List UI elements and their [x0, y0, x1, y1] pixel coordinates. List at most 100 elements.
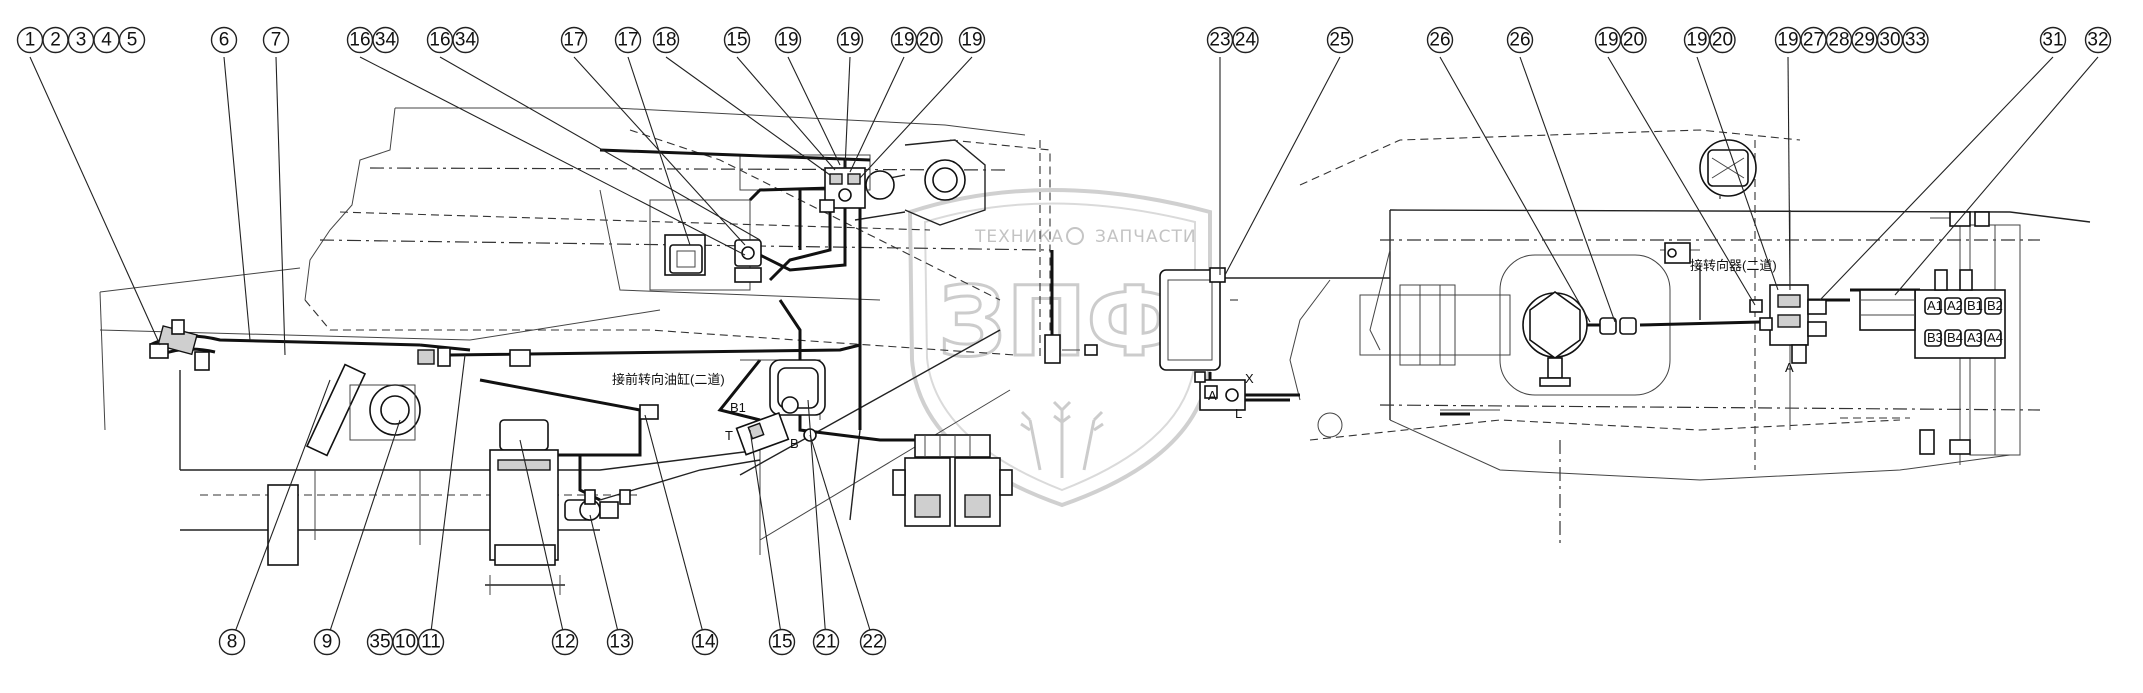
callout-number: 31: [2042, 30, 2063, 51]
callout-circle: [1709, 26, 1736, 54]
callout-c19a: 19: [774, 26, 802, 54]
leader-lines: [29, 56, 2099, 641]
port-label-a-left: A: [1208, 388, 1217, 403]
callout-circle: [691, 628, 719, 656]
callout-number: 20: [1623, 30, 1644, 51]
callout-c22: 22: [859, 628, 887, 656]
callout-circle: [118, 26, 146, 54]
callout-number: 3: [76, 30, 87, 51]
callout-c9: 9: [313, 628, 341, 656]
port-label-x: X: [1245, 371, 1254, 386]
vb-a1: A1: [1927, 298, 1943, 313]
callout-number: 6: [219, 30, 230, 51]
callout-number: 35: [369, 632, 390, 653]
callout-c13: 13: [606, 628, 634, 656]
right-chassis: [1289, 129, 2091, 545]
callout-c6: 6: [210, 26, 238, 54]
callout-c7: 7: [262, 26, 290, 54]
callout-number: 19: [1777, 30, 1798, 51]
port-labels: B1 T B A X L A 接前转向油缸(二道) 接转向器(二道) A1 A2…: [612, 258, 2003, 451]
callout-number: 15: [771, 632, 792, 653]
vb-b1: B1: [1967, 298, 1983, 313]
callout-number: 19: [777, 30, 798, 51]
callout-circle: [768, 628, 796, 656]
vb-a4: A4: [1987, 330, 2003, 345]
callout-c25: 25: [1326, 26, 1354, 54]
callout-number: 18: [655, 30, 676, 51]
callout-circle: [812, 628, 840, 656]
callout-number: 19: [1686, 30, 1707, 51]
callout-circle: [1426, 26, 1454, 54]
callout-number: 7: [271, 30, 282, 51]
callout-c8: 8: [218, 628, 246, 656]
callout-number: 19: [839, 30, 860, 51]
vb-b4: B4: [1947, 330, 1963, 345]
gear-icon: [1066, 227, 1084, 245]
callout-circle: [372, 26, 399, 54]
vb-a2: A2: [1947, 298, 1963, 313]
callout-number: 22: [862, 632, 883, 653]
callout-number: 10: [395, 632, 416, 653]
callout-number: 16: [429, 30, 450, 51]
callout-circle: [606, 628, 634, 656]
callout-number: 4: [101, 30, 112, 51]
callout-number: 12: [554, 632, 575, 653]
callout-number: 26: [1429, 30, 1450, 51]
callout-number: 27: [1803, 30, 1824, 51]
callout-number: 34: [455, 30, 477, 51]
vb-b2: B2: [1987, 298, 2003, 313]
callout-number: 33: [1905, 30, 1926, 51]
note-front-cylinder: 接前转向油缸(二道): [612, 372, 725, 387]
callout-c17b: 17: [614, 26, 642, 54]
callout-number: 30: [1879, 30, 1900, 51]
callout-circle: [723, 26, 751, 54]
callout-number: 19: [961, 30, 982, 51]
callout-number: 16: [349, 30, 370, 51]
port-label-t: T: [725, 428, 733, 443]
callout-circle: [1326, 26, 1354, 54]
callout-circle: [218, 628, 246, 656]
callout-circle: [1902, 26, 1929, 54]
callout-c15b: 15: [768, 628, 796, 656]
note-steering-unit: 接转向器(二道): [1690, 258, 1777, 273]
callout-circle: [1506, 26, 1534, 54]
callout-c12: 12: [551, 628, 579, 656]
right-components: [1159, 242, 2006, 411]
callout-circle: [652, 26, 680, 54]
callout-c15t: 15: [723, 26, 751, 54]
lower-block: [267, 484, 299, 566]
callout-number: 25: [1329, 30, 1350, 51]
callout-number: 8: [227, 632, 238, 653]
callout-c19d: 19: [958, 26, 986, 54]
wheat-icon: [1020, 400, 1104, 478]
callout-number: 34: [375, 30, 397, 51]
port-label-a-right: A: [1785, 360, 1794, 375]
callout-c26a: 26: [1426, 26, 1454, 54]
callout-circle: [262, 26, 290, 54]
callout-circle: [1620, 26, 1647, 54]
callout-c31: 31: [2039, 26, 2067, 54]
callout-circle: [551, 628, 579, 656]
callout-circle: [836, 26, 864, 54]
callout-number: 2: [50, 30, 61, 51]
vb-a3: A3: [1967, 330, 1983, 345]
callout-number: 20: [1712, 30, 1733, 51]
callout-c17a: 17: [560, 26, 588, 54]
callout-number: 26: [1509, 30, 1530, 51]
callout-c21: 21: [812, 628, 840, 656]
callout-circle: [1232, 26, 1259, 54]
port-label-b: B: [790, 436, 799, 451]
callout-circle: [859, 628, 887, 656]
callout-number: 15: [726, 30, 747, 51]
callout-circle: [614, 26, 642, 54]
callout-number: 19: [1597, 30, 1618, 51]
callout-circle: [774, 26, 802, 54]
